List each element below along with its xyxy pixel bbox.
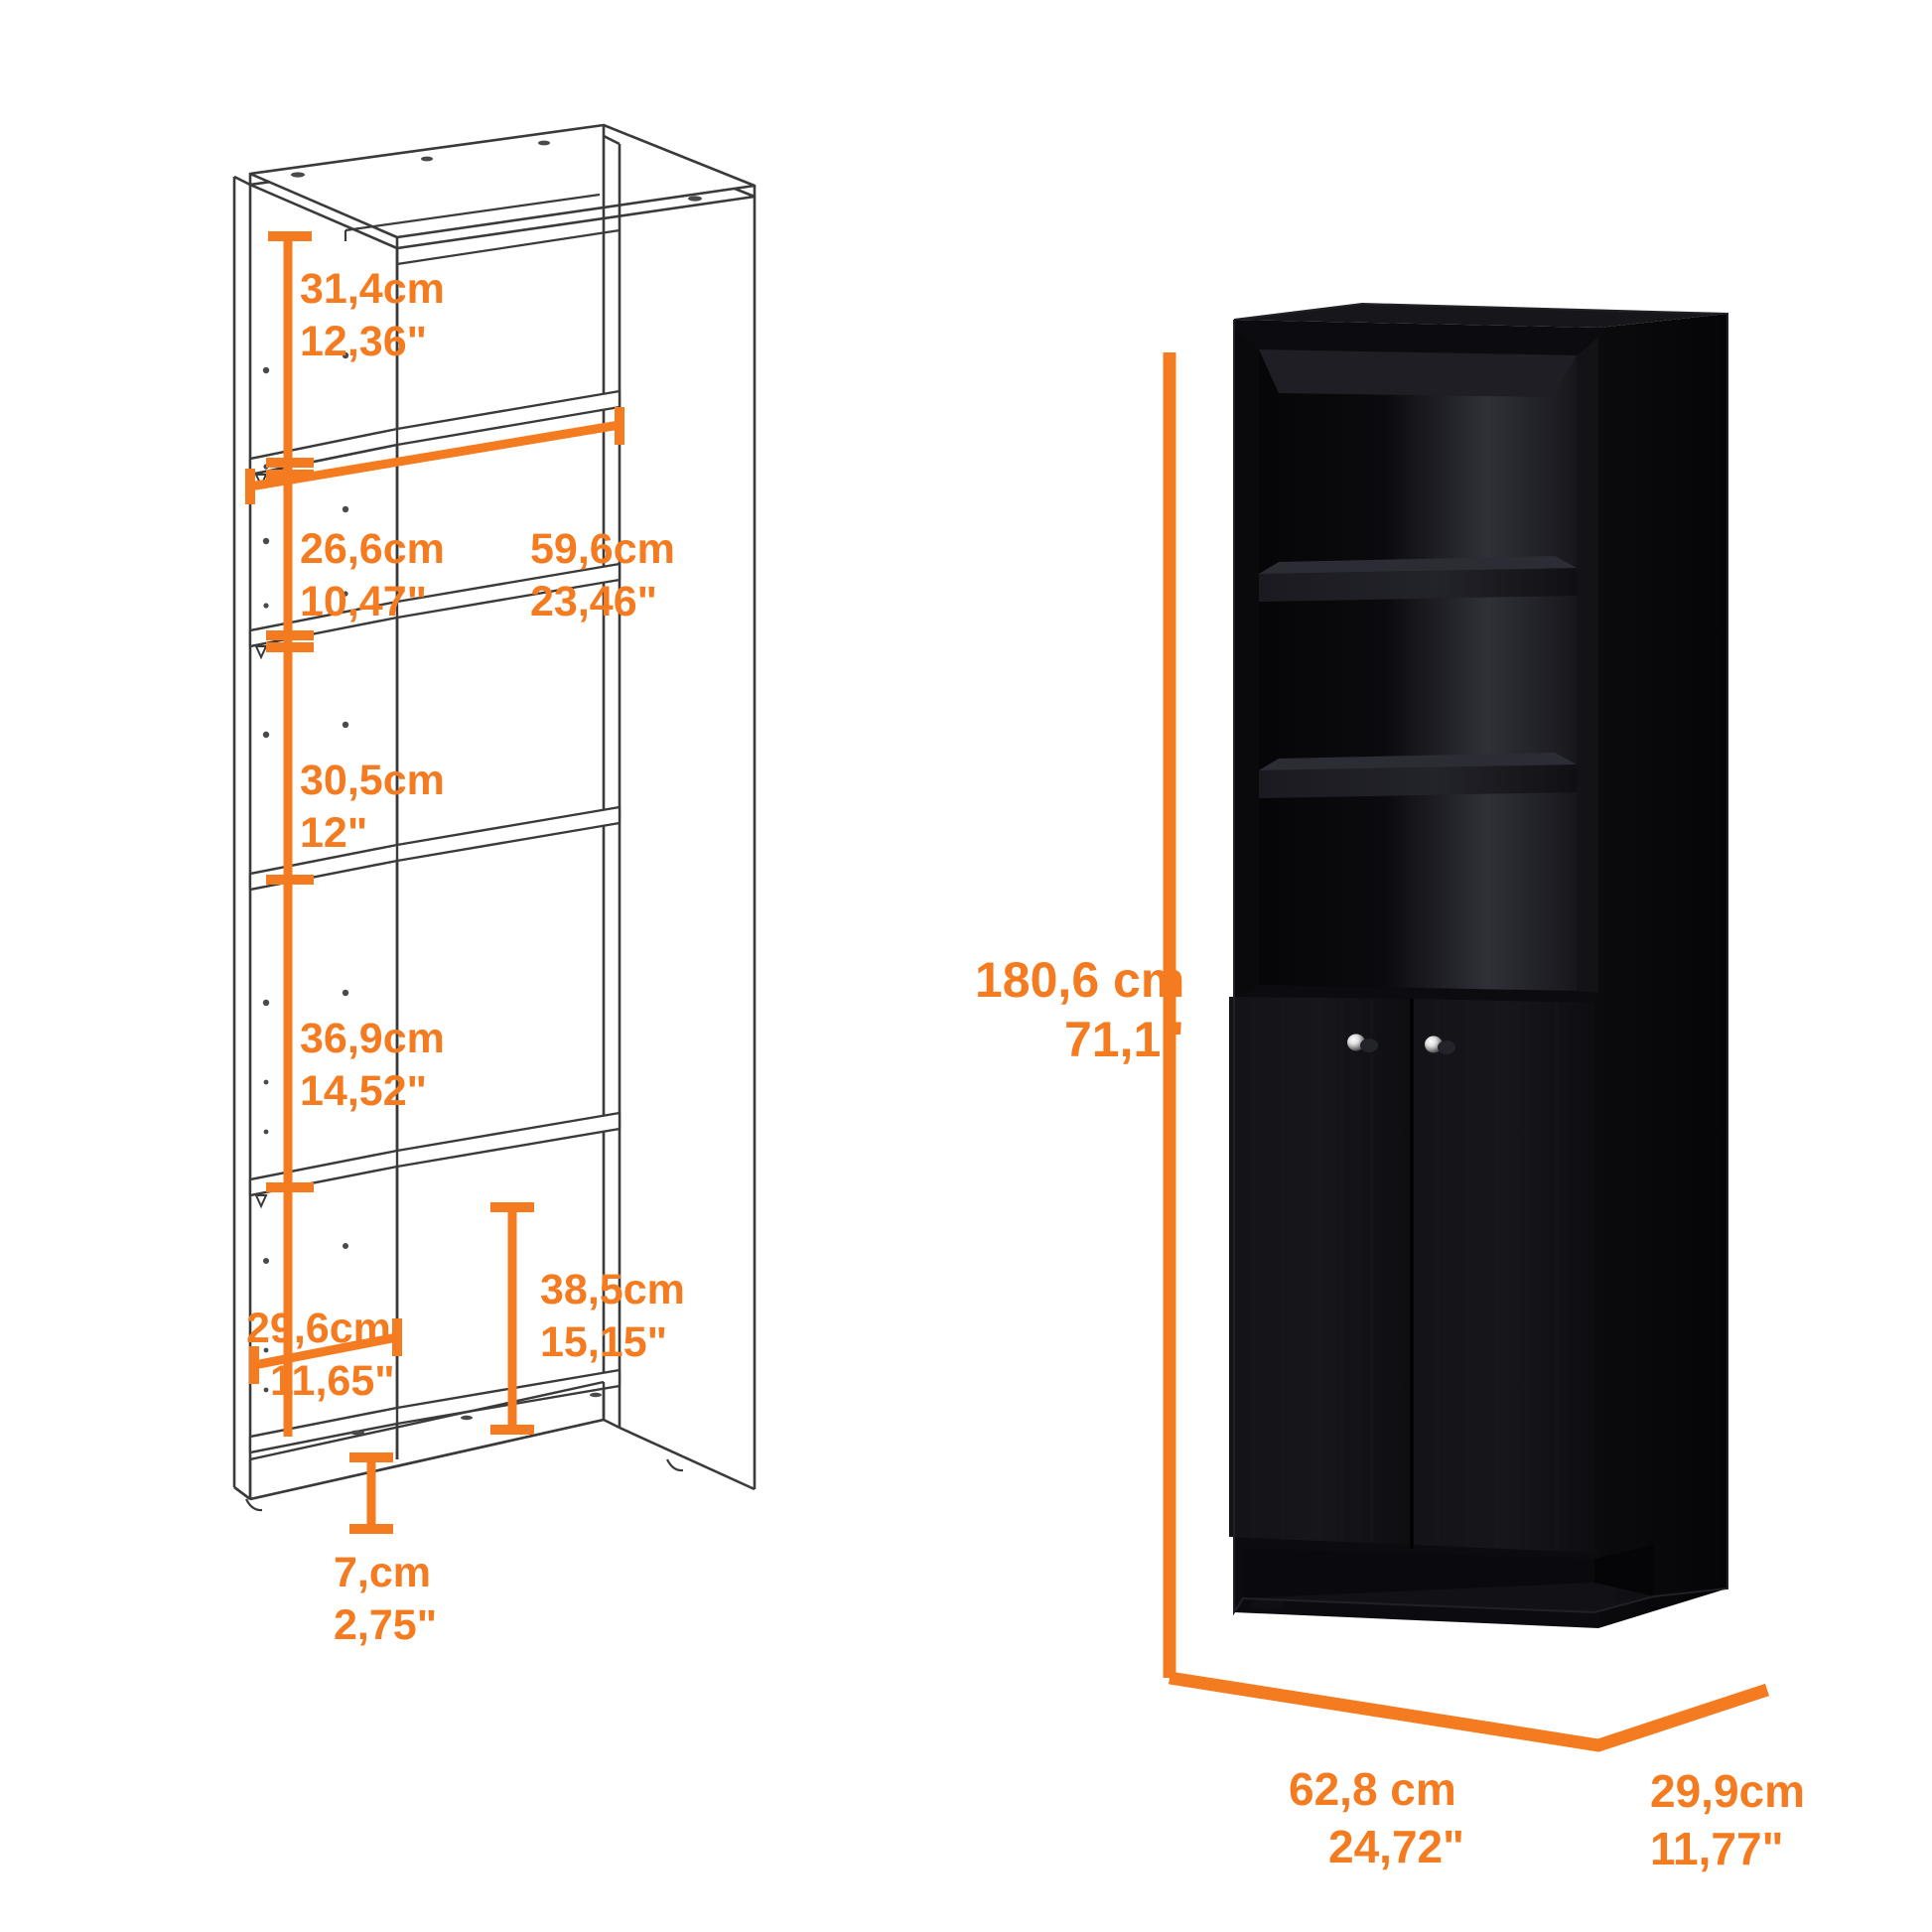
dim-second-compartment-cm: 26,6cm xyxy=(300,525,445,573)
dimension-interior-depth xyxy=(249,1318,402,1384)
product-top-face xyxy=(1234,304,1727,328)
wireframe-shelf-2 xyxy=(248,562,621,648)
dim-total-height-cm: 180,6 cm xyxy=(975,952,1184,1008)
product-top-underside xyxy=(1259,349,1577,397)
dimension-interior-width xyxy=(245,407,624,504)
dim-bottom-compartment-inch: 15,15" xyxy=(540,1318,667,1366)
product-view: 180,6 cm 71,1" 62,8 cm 24,72" 29,9cm 11,… xyxy=(975,302,1805,1874)
product-door-left[interactable] xyxy=(1229,997,1410,1545)
wireframe-view: 31,4cm 12,36" 26,6cm 10,47" 59,6cm 23,46… xyxy=(232,123,757,1649)
dim-third-compartment-inch: 12" xyxy=(300,809,367,857)
product-interior-back xyxy=(1259,349,1577,991)
wireframe-shelf-clips xyxy=(254,474,268,1209)
product-door-right[interactable] xyxy=(1414,999,1594,1553)
wireframe-feet xyxy=(245,1458,684,1512)
wireframe-shelf-3 xyxy=(248,805,621,892)
dim-top-compartment-inch: 12,36" xyxy=(300,318,427,365)
dimension-bottom-compartment xyxy=(490,1202,534,1435)
product-door-grain xyxy=(1252,999,1558,1550)
door-knob-right-icon[interactable] xyxy=(1425,1035,1455,1055)
dim-interior-depth-inch: 11,65" xyxy=(270,1357,395,1405)
product-inner-left-wall xyxy=(1234,328,1259,1003)
wireframe-plinth xyxy=(248,1380,606,1501)
dim-interior-depth-cm: 29,6cm xyxy=(246,1305,391,1352)
dim-plinth-height-cm: 7,cm xyxy=(334,1549,431,1596)
dim-total-depth-cm: 29,9cm xyxy=(1650,1765,1805,1817)
dim-total-width-cm: 62,8 cm xyxy=(1289,1763,1456,1815)
product-shelf-lower xyxy=(1259,753,1577,798)
dim-total-width-inch: 24,72" xyxy=(1328,1821,1464,1872)
product-base-edge xyxy=(1243,1583,1654,1612)
dim-total-depth-inch: 11,77" xyxy=(1650,1823,1783,1874)
dimension-plinth-height xyxy=(349,1452,393,1534)
product-inner-right-wall xyxy=(1577,338,1598,993)
top-rail xyxy=(344,193,621,266)
dim-third-compartment-cm: 30,5cm xyxy=(300,757,445,804)
dim-plinth-height-inch: 2,75" xyxy=(334,1601,437,1649)
product-outline xyxy=(1233,302,1728,1616)
dimension-footprint-bracket xyxy=(1168,1671,1770,1752)
product-foot-right xyxy=(1614,1591,1646,1601)
dim-bottom-compartment-cm: 38,5cm xyxy=(540,1266,685,1313)
dim-interior-width-cm: 59,6cm xyxy=(530,525,675,573)
dim-top-compartment-cm: 31,4cm xyxy=(300,265,445,313)
dim-second-compartment-inch: 10,47" xyxy=(300,578,427,625)
dim-total-height-inch: 71,1" xyxy=(1064,1012,1184,1067)
product-shelf-upper xyxy=(1259,556,1577,602)
product-side-panel xyxy=(1598,314,1727,1628)
dim-fourth-compartment-inch: 14,52" xyxy=(300,1067,427,1115)
wireframe-bottom-panel xyxy=(248,1368,621,1454)
wireframe-shelf-4 xyxy=(248,1111,621,1197)
dim-fourth-compartment-cm: 36,9cm xyxy=(300,1015,445,1062)
door-knob-left-icon[interactable] xyxy=(1347,1034,1378,1053)
product-foot-left xyxy=(1251,1599,1283,1609)
dim-interior-width-inch: 23,46" xyxy=(530,578,657,625)
